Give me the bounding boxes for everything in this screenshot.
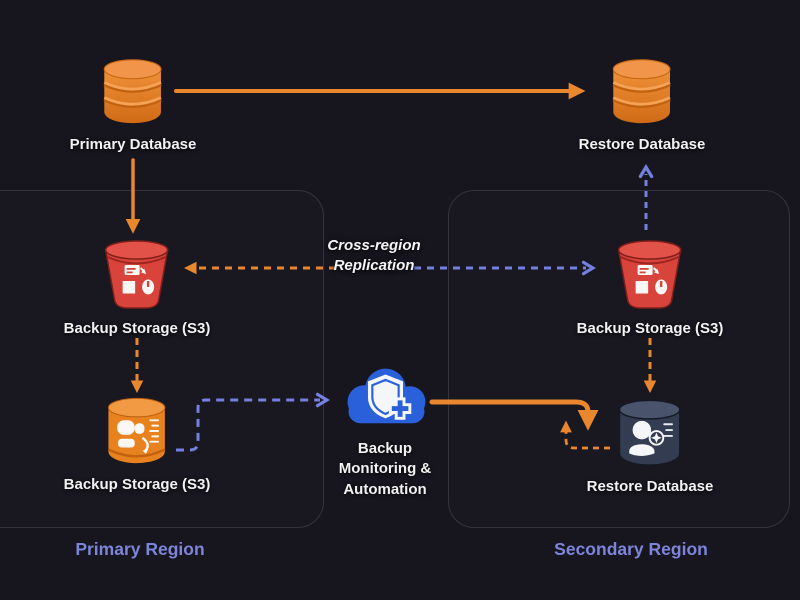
backup-volume-icon — [108, 397, 166, 464]
node-label: Primary Database — [69, 136, 197, 153]
database-icon — [612, 59, 672, 124]
secondary-region-label: Secondary Region — [554, 539, 708, 559]
primary-region-box — [0, 190, 324, 528]
node-restore-database-secondary: Restore Database — [586, 397, 714, 497]
node-restore-database-top: Restore Database — [578, 55, 706, 155]
primary-region-label: Primary Region — [75, 539, 205, 559]
node-backup-storage-s3-primary: Backup Storage (S3) — [63, 237, 211, 339]
cloud-shield-icon — [347, 368, 425, 424]
node-label: Backup Monitoring & Automation — [338, 440, 432, 498]
node-primary-database: Primary Database — [69, 55, 197, 155]
arrow-backup2-to-monitoring-dashed — [176, 400, 320, 452]
cross-region-replication-label: Cross-region Replication — [327, 237, 421, 274]
secondary-region-box — [448, 190, 790, 528]
node-label: Restore Database — [578, 136, 706, 153]
s3-bucket-icon — [618, 240, 682, 309]
database-icon — [103, 59, 163, 124]
node-label: Backup Storage (S3) — [576, 320, 724, 337]
node-label: Backup Storage (S3) — [63, 320, 211, 337]
s3-bucket-icon — [105, 240, 169, 309]
restore-database-icon — [619, 399, 681, 466]
node-backup-storage-s3-primary-2: Backup Storage (S3) — [63, 395, 211, 495]
node-label: Backup Storage (S3) — [63, 476, 211, 493]
node-label: Restore Database — [586, 478, 714, 495]
arrow-restore-to-monitoring-dashed — [560, 420, 610, 450]
arrow-monitoring-to-restore-solid — [429, 399, 599, 431]
node-backup-monitoring-automation: Backup Monitoring & Automation — [323, 357, 448, 500]
node-backup-storage-s3-secondary: Backup Storage (S3) — [576, 237, 724, 339]
